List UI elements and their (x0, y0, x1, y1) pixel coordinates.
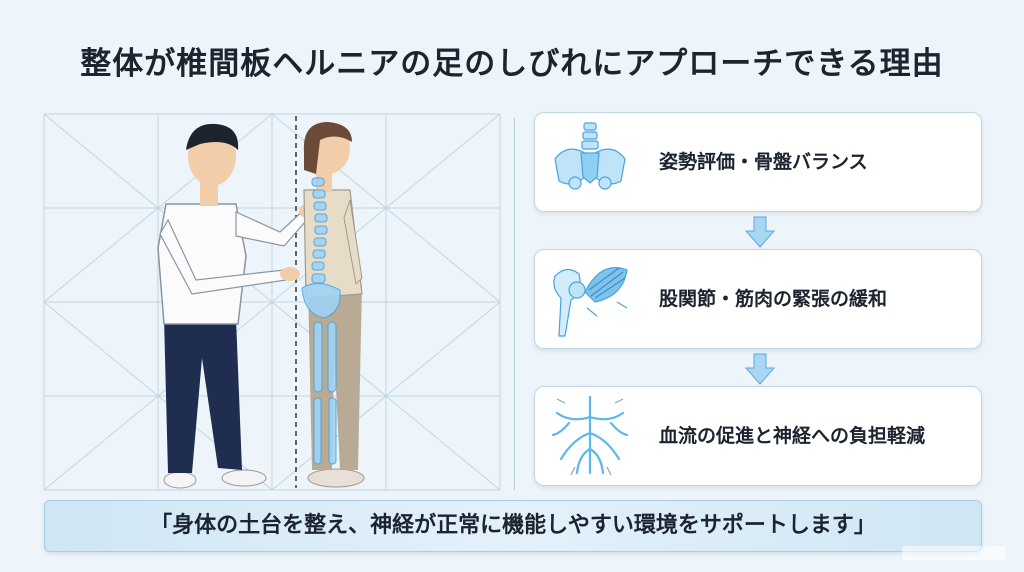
section-divider (514, 118, 515, 490)
hip-muscle-icon (553, 267, 628, 337)
step-label: 股関節・筋肉の緊張の緩和 (659, 288, 888, 310)
pelvis-icon (554, 122, 626, 190)
down-arrow-icon (744, 353, 776, 385)
summary-text: 「身体の土台を整え、神経が正常に機能しやすい環境をサポートします」 (150, 513, 876, 538)
practitioner-figure (157, 123, 317, 489)
page-title: 整体が椎間板ヘルニアの足のしびれにアプローチできる理由 (80, 46, 944, 82)
nerve-blood-flow-icon (551, 395, 629, 476)
step-card-posture: 姿勢評価・骨盤バランス (534, 112, 982, 212)
step-label: 姿勢評価・骨盤バランス (659, 151, 868, 173)
down-arrow-icon (744, 216, 776, 248)
posture-assessment-illustration (43, 113, 501, 491)
summary-banner: 「身体の土台を整え、神経が正常に機能しやすい環境をサポートします」 (44, 500, 982, 552)
watermark (902, 546, 1006, 560)
step-card-hip-muscle: 股関節・筋肉の緊張の緩和 (534, 249, 982, 349)
posture-grid (43, 113, 501, 491)
spine-skeleton-icon (301, 177, 341, 465)
step-label: 血流の促進と神経への負担軽減 (659, 425, 926, 447)
step-card-nerve-blood-flow: 血流の促進と神経への負担軽減 (534, 386, 982, 486)
